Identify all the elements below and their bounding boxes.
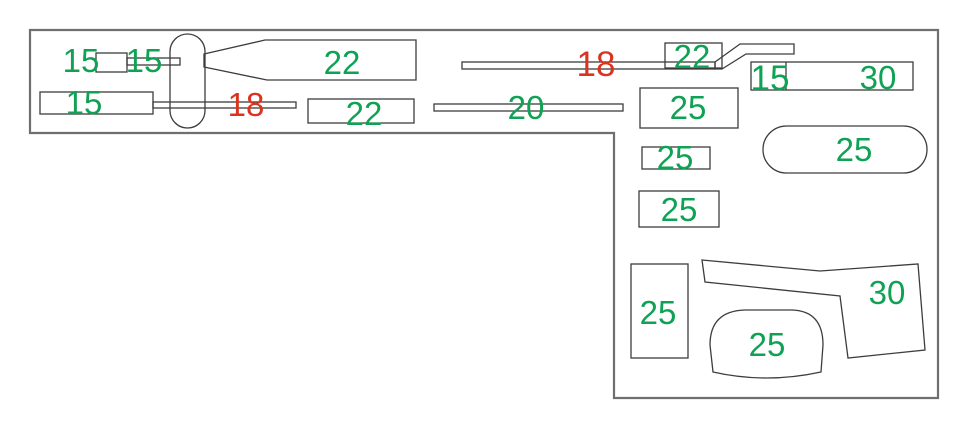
label-duct-18-b: 18 [577,45,616,84]
label-area-22-c: 22 [674,38,711,75]
label-area-25-a: 25 [670,89,707,126]
room-22-top-right [664,42,723,69]
label-area-25-d: 25 [836,131,873,168]
label-area-25-f: 25 [749,326,786,363]
capsule-room-25 [762,125,928,174]
label-area-30-a: 30 [860,59,897,96]
funnel-room-22 [203,39,417,81]
room-30-polygon [701,259,926,359]
label-area-15-a: 15 [63,42,100,79]
duct-bar-20 [433,103,624,112]
label-duct-18-a: 18 [228,86,265,123]
room-15-30-rect [750,61,914,91]
label-area-15-c: 15 [66,84,103,121]
outer-boundary [28,28,940,400]
label-area-30-b: 30 [869,274,906,311]
label-area-15-d: 15 [751,59,790,98]
bent-pipe [714,43,795,70]
label-area-22-a: 22 [324,44,361,81]
duct-bar-18-left [152,101,297,109]
label-area-22-b: 22 [346,95,383,132]
room-25-rounded [709,309,824,379]
label-area-25-b: 25 [657,139,694,176]
small-box-15 [95,52,128,73]
label-duct-20: 20 [508,89,545,126]
room-25-rect-b [641,146,711,170]
capsule-column [169,33,206,129]
connector-bar-15 [126,57,181,66]
room-25-rect-c [638,190,720,228]
room-25-rect-a [639,87,739,129]
room-25-vertical [630,263,689,359]
label-area-15-b: 15 [126,42,163,79]
room-22-rect [307,98,415,124]
label-area-25-e: 25 [640,294,677,331]
label-area-25-c: 25 [661,191,698,228]
